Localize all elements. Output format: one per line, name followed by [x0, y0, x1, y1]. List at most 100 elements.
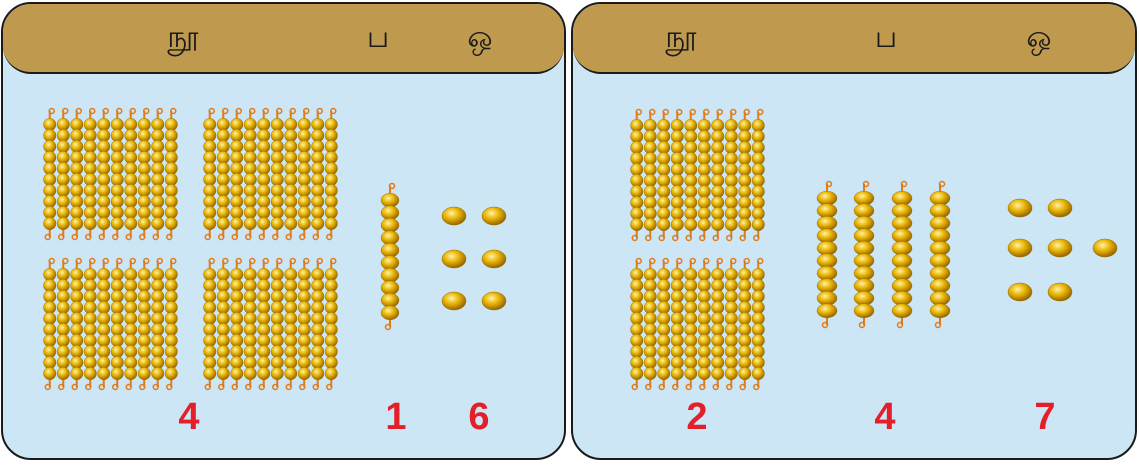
- ten-bead-bar: [83, 257, 97, 391]
- ten-bead-bar: [724, 108, 738, 242]
- ten-bead-bar: [751, 108, 765, 242]
- ten-bead-bar: [230, 107, 244, 241]
- ten-bead-bar: [297, 107, 311, 241]
- ten-bead-bar: [643, 257, 657, 391]
- ten-bead-bar: [284, 107, 298, 241]
- ten-bead-bar: [891, 180, 913, 329]
- ten-bead-bar: [257, 257, 271, 391]
- ten-bead-bar: [43, 107, 57, 241]
- ten-bead-bar: [70, 257, 84, 391]
- place-value-panel-left: நூ ப ஒ 4 1 6: [1, 2, 566, 460]
- ten-bead-bar: [284, 257, 298, 391]
- ten-bead-bar: [311, 107, 325, 241]
- header-hundreds: நூ: [665, 20, 697, 55]
- ten-bead-bar: [738, 108, 752, 242]
- ten-bead-bar: [56, 107, 70, 241]
- ten-bead-bar: [83, 107, 97, 241]
- hundred-bead-square: [43, 107, 178, 241]
- ten-bead-bar: [216, 107, 230, 241]
- ten-bead-bar: [230, 257, 244, 391]
- unit-bead: [481, 249, 507, 269]
- ten-bead-bar: [929, 180, 951, 329]
- unit-bead: [481, 206, 507, 226]
- ten-bead-bar: [697, 257, 711, 391]
- header-tens: ப: [366, 20, 390, 55]
- ten-bead-bar: [124, 257, 138, 391]
- ten-bead-bar: [816, 180, 838, 329]
- header-hundreds: நூ: [167, 20, 199, 55]
- bead-area: [43, 107, 507, 391]
- ten-bead-bar: [697, 108, 711, 242]
- ten-bead-bar: [257, 107, 271, 241]
- ten-bead-bar: [164, 257, 178, 391]
- unit-bead: [441, 206, 467, 226]
- unit-bead: [1007, 238, 1033, 258]
- ten-bead-bar: [270, 257, 284, 391]
- place-value-panel-right: நூ ப ஒ 2 4 7: [571, 2, 1137, 460]
- hundred-bead-square: [203, 107, 338, 241]
- ten-bead-bar: [711, 108, 725, 242]
- unit-bead: [1047, 238, 1073, 258]
- count-tens: 1: [385, 396, 407, 438]
- ten-bead-bar: [97, 257, 111, 391]
- unit-bead: [1047, 282, 1073, 302]
- ten-bead-bar: [243, 107, 257, 241]
- ten-bead-bar: [380, 182, 400, 331]
- bead-area: [630, 108, 1118, 391]
- ten-bead-bar: [643, 108, 657, 242]
- unit-bead: [1092, 238, 1118, 258]
- ten-bead-bar: [670, 257, 684, 391]
- ten-bead-bar: [110, 107, 124, 241]
- ten-bead-bar: [724, 257, 738, 391]
- ten-bead-bar: [97, 107, 111, 241]
- ten-bead-bar: [243, 257, 257, 391]
- unit-bead: [1007, 198, 1033, 218]
- count-ones: 6: [468, 396, 490, 438]
- count-hundreds: 4: [178, 396, 200, 438]
- ten-bead-bar: [853, 180, 875, 329]
- ten-bead-bar: [203, 257, 217, 391]
- ten-bead-bar: [137, 107, 151, 241]
- unit-bead: [1007, 282, 1033, 302]
- ten-bead-bar: [124, 107, 138, 241]
- count-ones: 7: [1034, 396, 1056, 438]
- hundred-bead-square: [203, 257, 338, 391]
- ten-bead-bar: [324, 257, 338, 391]
- hundred-bead-square: [43, 257, 178, 391]
- ten-bead-bar: [684, 257, 698, 391]
- ten-bead-bar: [751, 257, 765, 391]
- unit-bead: [441, 249, 467, 269]
- ten-bead-bar: [70, 107, 84, 241]
- unit-bead: [481, 291, 507, 311]
- ten-bead-bar: [151, 107, 165, 241]
- ten-bead-bar: [711, 257, 725, 391]
- unit-bead: [441, 291, 467, 311]
- column-header-bar: நூ ப ஒ: [3, 4, 564, 74]
- ten-bead-bar: [56, 257, 70, 391]
- ten-bead-bar: [630, 108, 644, 242]
- ten-bead-bar: [657, 108, 671, 242]
- header-ones: ஒ: [1026, 20, 1052, 55]
- ten-bead-bar: [297, 257, 311, 391]
- column-header-bar: நூ ப ஒ: [573, 4, 1135, 74]
- ten-bead-bar: [151, 257, 165, 391]
- ten-bead-bar: [657, 257, 671, 391]
- unit-bead: [1047, 198, 1073, 218]
- ten-bead-bar: [630, 257, 644, 391]
- ten-bead-bar: [670, 108, 684, 242]
- ten-bead-bar: [311, 257, 325, 391]
- count-hundreds: 2: [686, 396, 708, 438]
- ten-bead-bar: [324, 107, 338, 241]
- ten-bead-bar: [137, 257, 151, 391]
- ten-bead-bar: [270, 107, 284, 241]
- ten-bead-bar: [164, 107, 178, 241]
- header-tens: ப: [874, 20, 898, 55]
- ten-bead-bar: [43, 257, 57, 391]
- ten-bead-bar: [684, 108, 698, 242]
- ten-bead-bar: [738, 257, 752, 391]
- hundred-bead-square: [630, 257, 765, 391]
- ten-bead-bar: [110, 257, 124, 391]
- ten-bead-bar: [216, 257, 230, 391]
- ten-bead-bar: [203, 107, 217, 241]
- count-tens: 4: [874, 396, 896, 438]
